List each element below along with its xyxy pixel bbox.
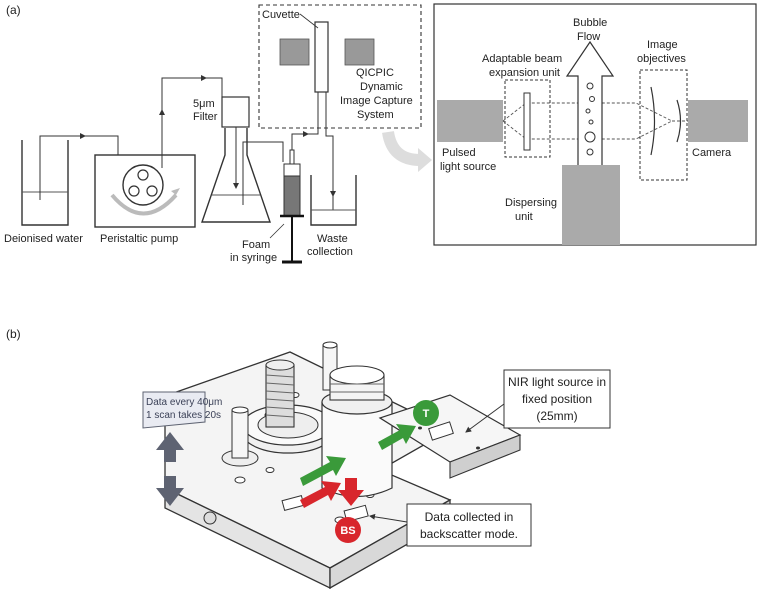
backscatter-arrow — [338, 478, 364, 506]
image-objectives-label-1: Image — [647, 39, 678, 51]
filter-box — [221, 96, 250, 128]
expansion-lens — [523, 92, 531, 151]
camera-label: Camera — [692, 147, 732, 159]
nir-callout-line-2: fixed position — [522, 392, 592, 406]
nir-callout-line-1: NIR light source in — [508, 375, 606, 389]
beam-expansion-label-1: Adaptable beam — [482, 53, 562, 65]
dispersing-unit-block — [562, 165, 620, 245]
data-note-box — [142, 391, 206, 429]
peristaltic-pump-label: Peristaltic pump — [100, 233, 178, 245]
waste-beaker — [310, 175, 357, 226]
pulsed-light-label-1: Pulsed — [442, 147, 476, 159]
threaded-rod — [265, 359, 295, 428]
nir-callout-line-3: (25mm) — [536, 409, 577, 423]
tube-cuvette-to-waste — [325, 92, 334, 210]
cuvette-pointer — [299, 13, 319, 29]
filter-label-1: 5μm — [193, 98, 215, 110]
camera-block — [688, 100, 748, 142]
data-note-line-1: Data every 40μm — [146, 397, 222, 408]
qicpic-light-block — [279, 38, 310, 66]
incident-arrow — [300, 481, 341, 508]
nir-callout-box — [503, 369, 611, 429]
transmission-arrow-2 — [378, 424, 416, 450]
filter-label-2: Filter — [193, 111, 218, 123]
cuvette — [314, 21, 329, 93]
image-objectives-label-2: objectives — [637, 53, 686, 65]
data-note-line-2: 1 scan takes 20s — [146, 410, 221, 421]
backscatter-callout-pointer — [369, 513, 408, 523]
qicpic-label-1: QICPIC — [356, 67, 394, 79]
sample-vial — [321, 365, 393, 497]
foam-pointer — [269, 223, 285, 239]
beam-expansion-label-2: expansion unit — [489, 67, 560, 79]
image-objectives-box — [639, 69, 688, 181]
foam-label-2: in syringe — [230, 252, 277, 264]
pulsed-light-block — [437, 100, 503, 142]
inset-panel — [433, 3, 757, 246]
beam-expansion-box — [504, 79, 551, 158]
foam-label-1: Foam — [242, 239, 270, 251]
qicpic-label-2: Dynamic — [360, 81, 403, 93]
peristaltic-pump — [94, 154, 196, 228]
bubble-flow-arrow — [565, 40, 615, 165]
scan-direction-arrows — [156, 432, 184, 506]
waste-label-2: collection — [307, 246, 353, 258]
backscatter-badge — [335, 517, 361, 543]
bubble-flow-label-2: Flow — [577, 31, 600, 43]
transmission-arrow-1 — [300, 456, 346, 486]
dispersing-label-2: unit — [515, 211, 533, 223]
backscatter-callout-line-1: Data collected in — [425, 510, 514, 524]
backscatter-callout-line-2: backscatter mode. — [420, 527, 518, 541]
zoom-connector — [382, 130, 421, 166]
panel-b-label: (b) — [6, 327, 21, 341]
backscatter-badge-label: BS — [340, 525, 355, 537]
deionised-water-beaker — [21, 140, 69, 226]
backscatter-callout-box — [406, 503, 532, 547]
pulsed-light-label-2: light source — [440, 161, 496, 173]
tube-pump-to-filter — [161, 77, 223, 168]
dispersing-label-1: Dispersing — [505, 197, 557, 209]
qicpic-label-3: Image Capture — [340, 95, 413, 107]
tube-flask-to-syringe — [242, 141, 284, 205]
conical-flask — [201, 128, 271, 223]
qicpic-camera-block — [344, 38, 375, 66]
bubble-flow-label-1: Bubble — [573, 17, 607, 29]
cuvette-label: Cuvette — [262, 9, 300, 21]
deionised-water-label: Deionised water — [4, 233, 83, 245]
zoom-connector-head — [418, 148, 432, 172]
syringe — [280, 149, 304, 264]
objective-lens-2 — [676, 99, 682, 143]
objective-lens-1 — [650, 86, 656, 156]
panel-a-label: (a) — [6, 3, 21, 17]
transmission-badge-label: T — [423, 408, 430, 420]
tube-syringe-to-cuvette — [291, 92, 319, 150]
nir-callout-pointer — [465, 403, 505, 433]
qicpic-system-box — [258, 4, 422, 129]
qicpic-label-4: System — [357, 109, 394, 121]
instrument-base — [164, 351, 452, 590]
transmission-badge — [413, 400, 439, 426]
left-post — [221, 406, 259, 467]
waste-label-1: Waste — [317, 233, 348, 245]
